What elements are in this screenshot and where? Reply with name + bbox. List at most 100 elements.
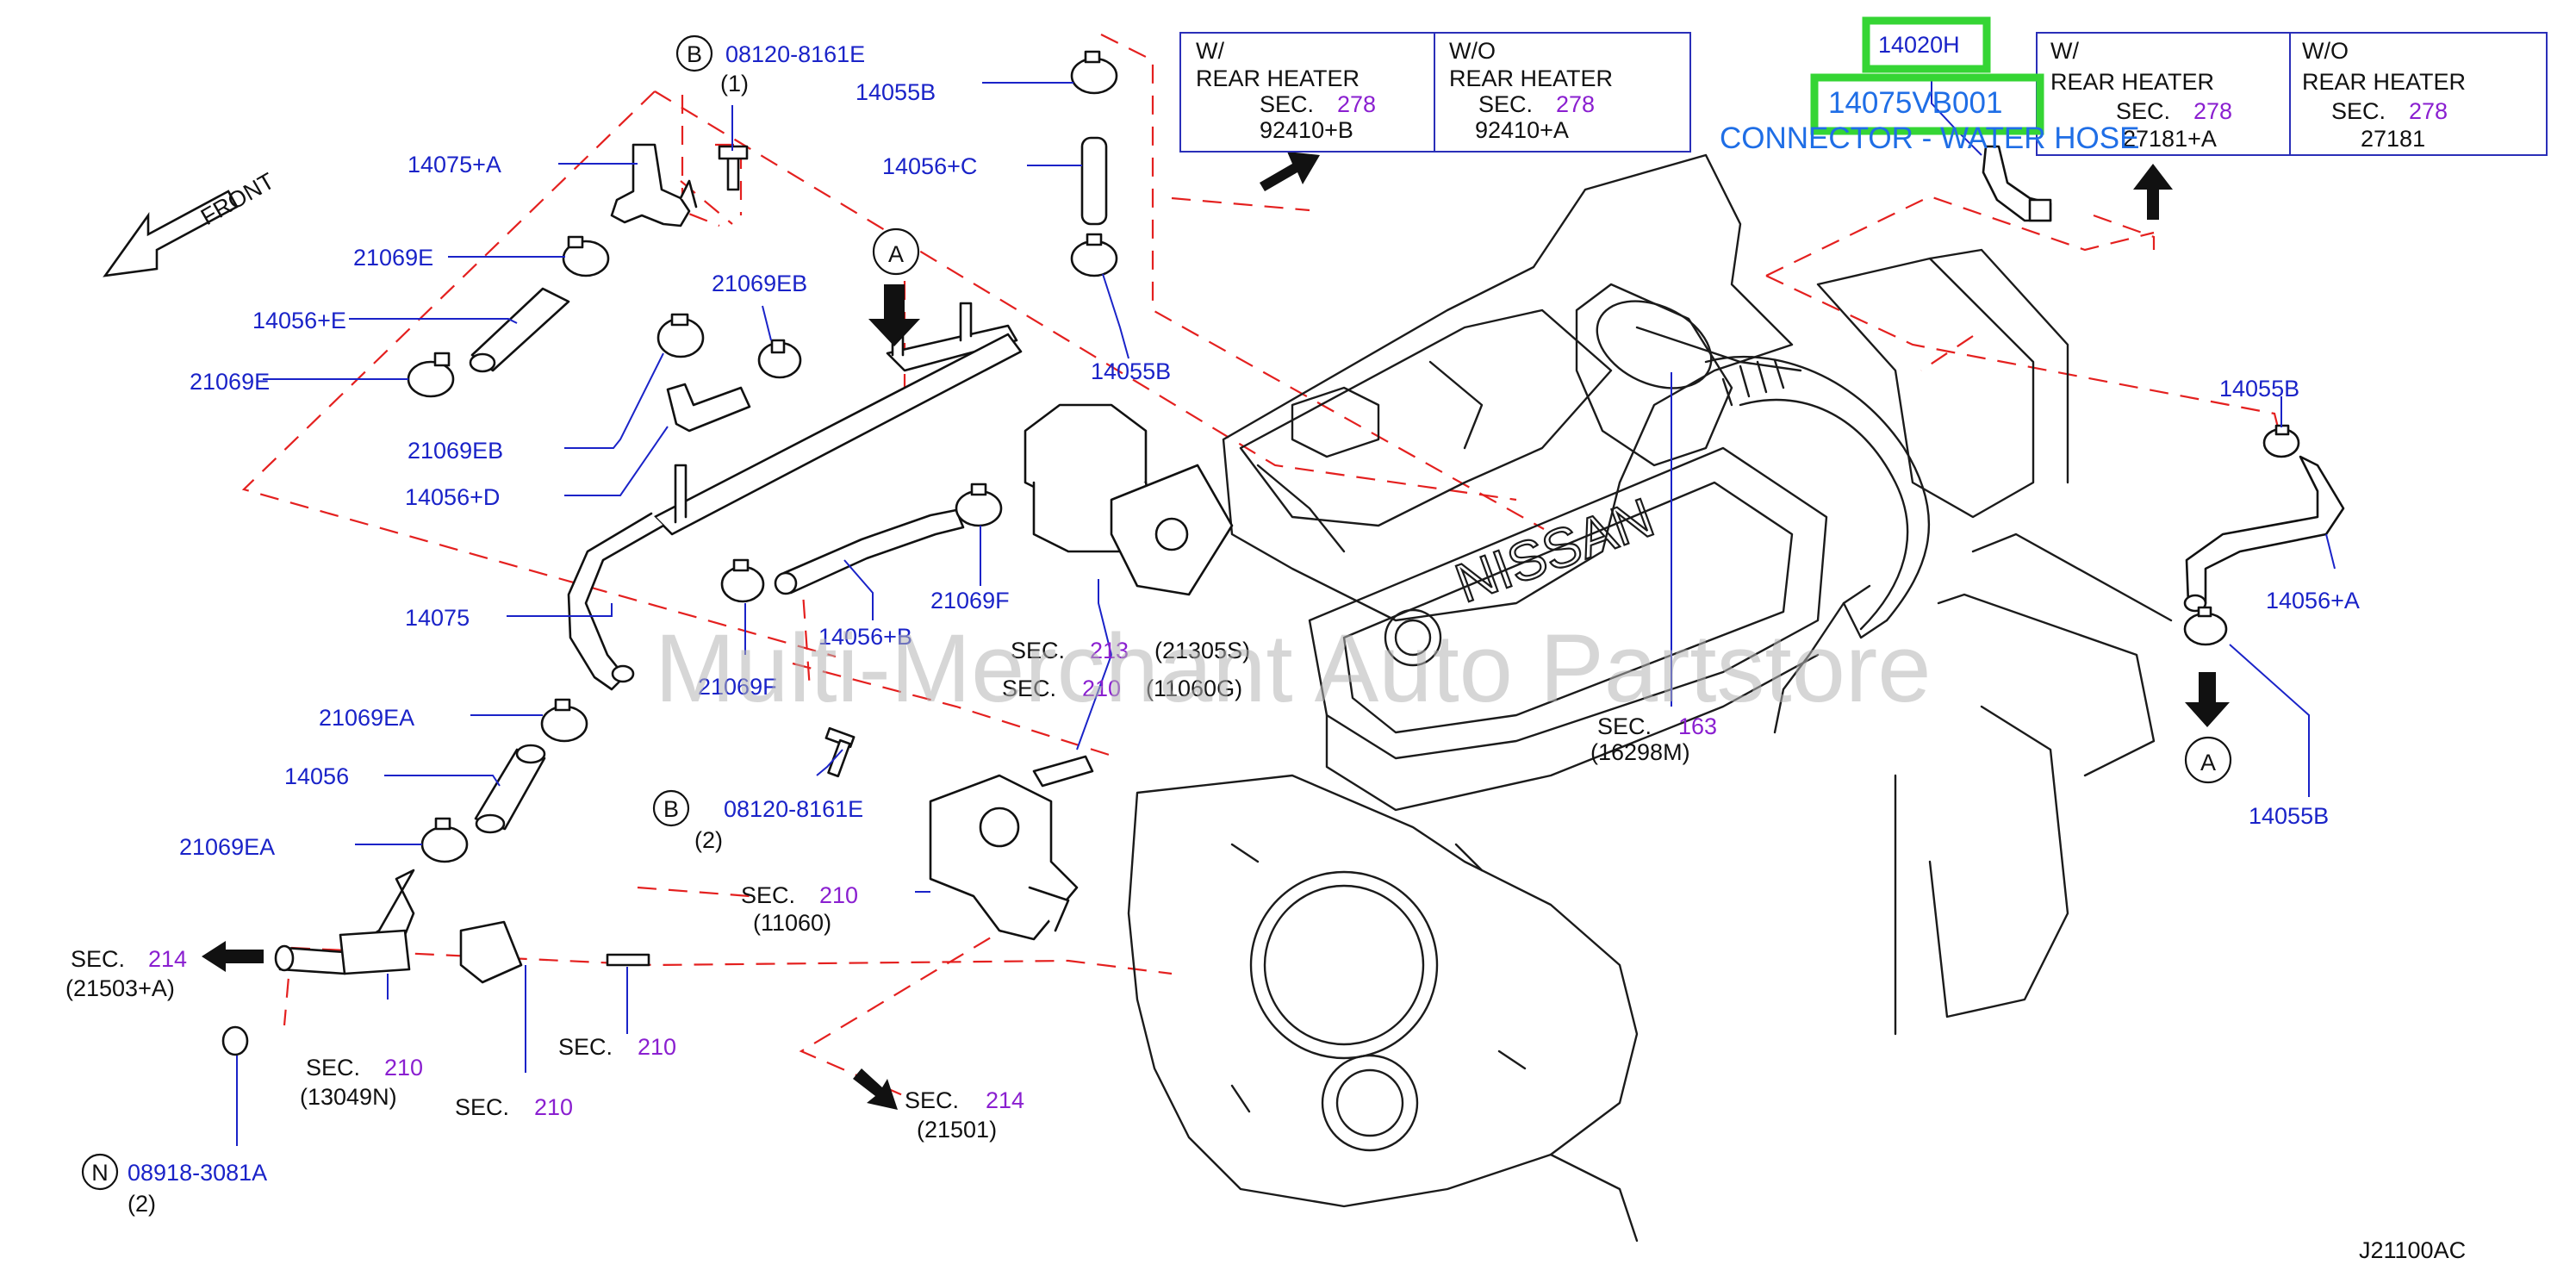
callout-14056c: 14056+C <box>882 153 977 179</box>
callout-08120-8161e: 08120-8161E <box>724 796 863 822</box>
callout-21069ea: 21069EA <box>179 834 275 860</box>
callout-14055b: 14055B <box>2249 803 2329 829</box>
section-labels: SEC. 213 (21305S) SEC. 210 (11060G) SEC.… <box>65 638 1717 1143</box>
sec-213-code: (21305S) <box>1154 638 1250 663</box>
sec-label: SEC. <box>71 946 125 972</box>
circle-mark-b: B <box>687 41 702 67</box>
table-left-wo-code: 92410+A <box>1475 117 1569 143</box>
table-left-w-sec: SEC. <box>1260 91 1314 117</box>
sec-label: SEC. <box>1002 676 1056 701</box>
sec-214-code: (21503+A) <box>65 975 175 1001</box>
table-left-w-title: W/ <box>1196 38 1224 64</box>
callout-21069eb: 21069EB <box>712 271 807 296</box>
sec-214-number: 214 <box>986 1087 1024 1113</box>
callout-labels: 08120-8161E (1) 14075+A 21069E 14056+E 2… <box>128 41 2360 1217</box>
circle-mark-n: N <box>91 1160 109 1186</box>
table-right-w-sec: SEC. <box>2116 98 2170 124</box>
circle-mark-a: A <box>888 241 904 267</box>
table-right: W/ REAR HEATER SEC. 278 27181+A W/O REAR… <box>2036 32 2548 156</box>
table-right-wo-sec-num: 278 <box>2409 98 2448 124</box>
callout-21069f: 21069F <box>698 674 777 700</box>
sec-210-number: 210 <box>534 1094 573 1120</box>
callout-21069e: 21069E <box>190 369 270 395</box>
dashed-guide-lines <box>241 34 2285 1098</box>
leader-lines <box>236 80 2336 1146</box>
callout-14075vb001: 14075VB001 <box>1828 86 2002 120</box>
circle-marks: B B N A A <box>81 34 2232 1191</box>
arrow-down-right-icon <box>853 1068 898 1110</box>
table-right-w-sec-num: 278 <box>2193 98 2232 124</box>
callout-qty: (2) <box>128 1191 156 1217</box>
table-left-w-code: 92410+B <box>1260 117 1353 143</box>
sec-210-number: 210 <box>638 1034 676 1060</box>
callout-14055b: 14055B <box>856 79 936 105</box>
callout-14075a: 14075+A <box>408 152 501 178</box>
arrow-down-icon <box>868 284 920 346</box>
callout-qty: (1) <box>720 71 749 97</box>
table-right-w-code: 27181+A <box>2123 126 2217 152</box>
sec-label: SEC. <box>306 1055 360 1081</box>
callout-21069f: 21069F <box>930 588 1010 613</box>
callout-14020h: 14020H <box>1878 32 1960 58</box>
sec-210-number: 210 <box>819 882 858 908</box>
sec-210-code: (11060) <box>753 910 831 936</box>
sec-163-number: 163 <box>1678 713 1717 739</box>
callout-14056: 14056 <box>284 763 349 789</box>
callout-14056a: 14056+A <box>2266 588 2360 613</box>
table-left-wo-sec: SEC. <box>1478 91 1533 117</box>
callout-14056e: 14056+E <box>252 308 346 333</box>
sec-214-number: 214 <box>148 946 187 972</box>
table-left-wo-label: REAR HEATER <box>1449 65 1613 91</box>
callout-14056d: 14056+D <box>405 484 500 510</box>
arrow-left-icon <box>202 941 264 972</box>
diagram-code: J21100AC <box>2359 1237 2466 1263</box>
table-right-wo-sec: SEC. <box>2331 98 2386 124</box>
callout-21069e: 21069E <box>353 245 433 271</box>
watermark: Multi-Merchant Auto Partstore <box>655 614 1931 722</box>
circle-mark-a: A <box>2200 750 2216 775</box>
sec-label: SEC. <box>741 882 795 908</box>
highlighted-callouts: 14020H 14075VB001 CONNECTOR - WATER HOSE <box>1720 16 2139 155</box>
table-left: W/ REAR HEATER SEC. 278 92410+B W/O REAR… <box>1179 32 1691 153</box>
table-left-w-sec-num: 278 <box>1337 91 1376 117</box>
front-label: FRONT <box>196 168 279 230</box>
sec-210-number: 210 <box>384 1055 423 1081</box>
sec-210-number: 210 <box>1082 676 1121 701</box>
sec-163-code: (16298M) <box>1590 739 1690 765</box>
table-left-w-label: REAR HEATER <box>1196 65 1360 91</box>
callout-14075: 14075 <box>405 605 470 631</box>
callout-14056b: 14056+B <box>818 624 912 650</box>
table-right-wo-label: REAR HEATER <box>2302 69 2466 95</box>
hose-parts <box>221 50 2345 1056</box>
arrows <box>103 152 2230 1110</box>
sec-210-code: (11060G) <box>1146 676 1242 701</box>
sec-213-number: 213 <box>1090 638 1129 663</box>
table-left-wo-sec-num: 278 <box>1556 91 1595 117</box>
arrow-to-table-icon <box>1260 152 1320 191</box>
callout-14055b: 14055B <box>1091 358 1171 384</box>
callout-21069eb: 21069EB <box>408 438 503 464</box>
sec-210-code: (13049N) <box>300 1084 397 1110</box>
table-right-w-label: REAR HEATER <box>2050 69 2214 95</box>
table-right-wo-code: 27181 <box>2361 126 2425 152</box>
arrow-down-icon <box>2185 672 2230 727</box>
table-right-w-title: W/ <box>2050 38 2079 64</box>
callout-14055b: 14055B <box>2219 376 2299 402</box>
sec-label: SEC. <box>1597 713 1652 739</box>
sec-214-code: (21501) <box>917 1117 997 1143</box>
engine-logo: NISSAN <box>1447 486 1662 614</box>
sec-label: SEC. <box>558 1034 613 1060</box>
front-arrow-icon <box>103 190 239 277</box>
callout-21069ea: 21069EA <box>319 705 414 731</box>
arrow-up-icon <box>2133 164 2173 220</box>
sec-label: SEC. <box>455 1094 509 1120</box>
connector-description: CONNECTOR - WATER HOSE <box>1720 121 2139 155</box>
circle-mark-b: B <box>663 796 679 822</box>
sec-label: SEC. <box>1011 638 1065 663</box>
callout-08120-8161e: 08120-8161E <box>725 41 865 67</box>
table-right-wo-title: W/O <box>2302 38 2349 64</box>
callout-08918-3081a: 08918-3081A <box>128 1160 267 1186</box>
callout-qty: (2) <box>694 827 723 853</box>
